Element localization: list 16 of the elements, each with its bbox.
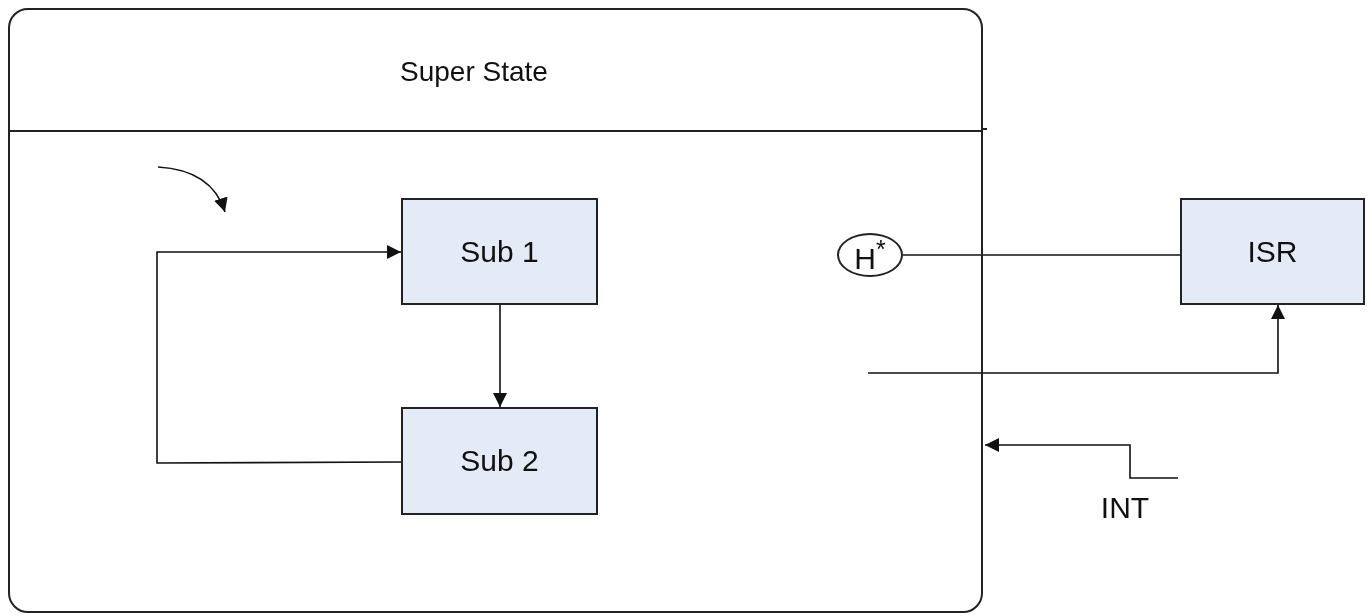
transition-arrow	[984, 438, 1179, 479]
history-label: H$^{*}$	[854, 234, 886, 276]
arrow	[867, 304, 1285, 374]
history-state-ellipse	[837, 233, 903, 277]
signal-name: INT	[1100, 491, 1150, 525]
state-box	[401, 198, 598, 305]
state-name: ISR	[1247, 234, 1298, 269]
state-name: Sub 1	[460, 234, 539, 269]
transition-arrow	[156, 245, 402, 464]
state-name: Sub 2	[460, 444, 539, 478]
superstate-title: Super State	[400, 56, 548, 88]
transition-arrow	[493, 304, 507, 408]
superstate-box	[8, 8, 983, 613]
state-box	[1180, 198, 1365, 305]
connector-line	[902, 254, 1181, 256]
state-box	[401, 407, 598, 515]
